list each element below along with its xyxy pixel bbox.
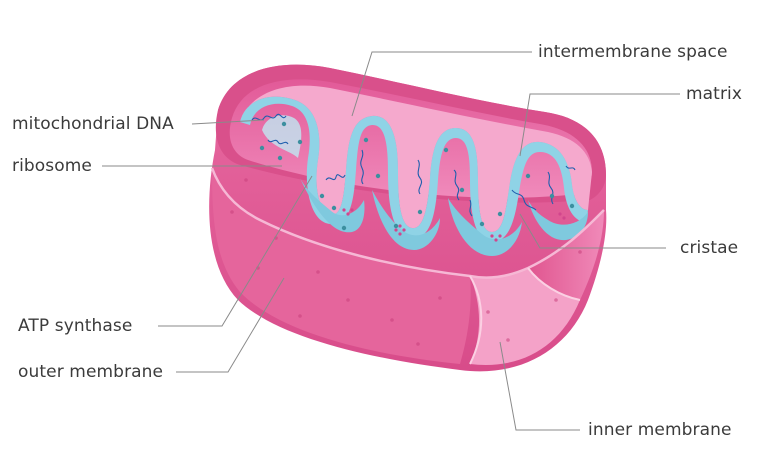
atp-synthase-clusters (342, 208, 566, 242)
label-ribosome: ribosome (12, 156, 92, 176)
label-matrix: matrix (686, 84, 743, 104)
label-intermembrane-space: intermembrane space (538, 42, 728, 62)
label-cristae: cristae (680, 238, 739, 258)
leader-mitochondrial-dna (191, 119, 265, 125)
label-inner-membrane: inner membrane (588, 420, 732, 440)
leader-outer-membrane (176, 277, 285, 373)
inner-membrane-folds (240, 85, 592, 232)
mitochondrial-dna-strands (251, 113, 576, 217)
leader-intermembrane-space (351, 51, 532, 117)
label-atp-synthase: ATP synthase (18, 316, 133, 336)
leader-cristae (519, 213, 666, 249)
matrix-highlight (262, 115, 302, 158)
label-outer-membrane: outer membrane (18, 362, 164, 382)
matrix-region (240, 96, 588, 242)
leader-inner-membrane (499, 341, 580, 431)
inner-membrane-section (470, 268, 580, 365)
ribosome-dots (259, 121, 575, 231)
surface-speckles (230, 178, 582, 346)
leader-matrix (519, 93, 680, 157)
label-mitochondrial-dna: mitochondrial DNA (12, 114, 174, 134)
outer-membrane-edge (210, 167, 605, 279)
cristae-lobes (300, 178, 588, 256)
inner-membrane-edge (469, 267, 581, 365)
outer-membrane-front (212, 168, 471, 364)
leader-lines (102, 51, 680, 431)
leader-atp-synthase (158, 175, 313, 327)
outer-membrane-side (528, 210, 604, 300)
